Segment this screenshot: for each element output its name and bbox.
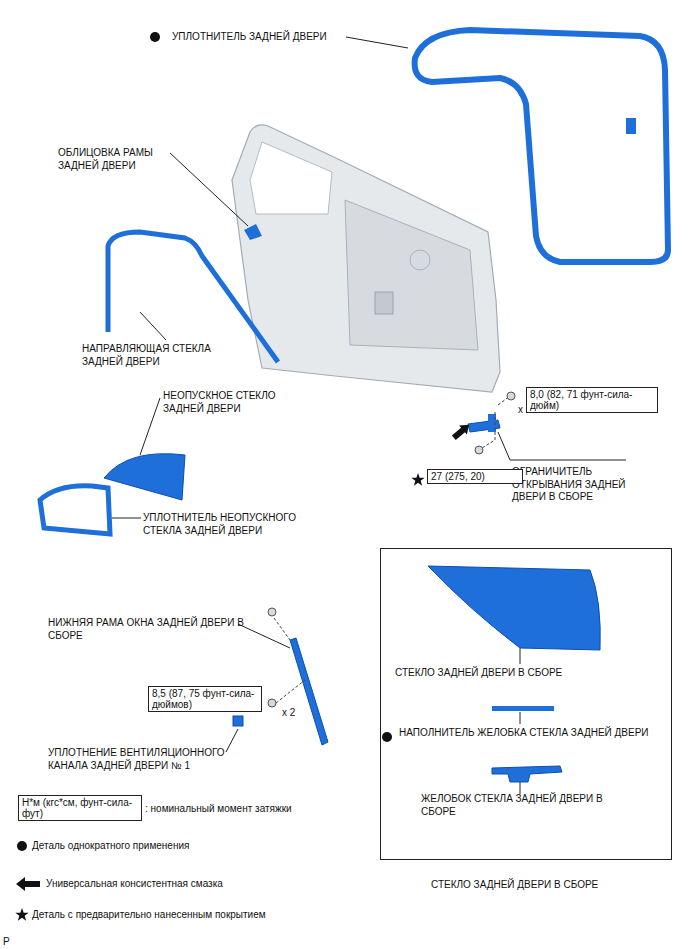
leader-line <box>170 153 248 226</box>
torque-box: 8,0 (82, 71 фунт-сила-дюйм) <box>526 387 658 413</box>
part-name: УПЛОТНЕНИЕ ВЕНТИЛЯЦИОННОГО КАНАЛА ЗАДНЕЙ… <box>48 747 248 772</box>
torque-box: 27 (275, 20) <box>427 469 523 484</box>
part-name: ОГРАНИЧИТЕЛЬ ОТКРЫВАНИЯ ЗАДНЕЙ ДВЕРИ В С… <box>512 466 647 504</box>
leader-line <box>140 312 166 340</box>
frame-garnish <box>244 224 262 240</box>
leader-line <box>520 648 521 664</box>
part-name: УПЛОТНИТЕЛЬ НЕОПУСКНОГО СТЕКЛА ЗАДНЕЙ ДВ… <box>143 512 318 537</box>
single-use-dot <box>150 32 160 42</box>
grease-arrow <box>16 877 40 891</box>
torque-value: 8,5 (87, 75 фунт-сила-дюймов) <box>152 688 258 710</box>
part-name: УПЛОТНИТЕЛЬ ЗАДНЕЙ ДВЕРИ <box>172 31 327 44</box>
single-use-dot <box>382 732 392 742</box>
bolt-guide <box>274 618 290 640</box>
door-seal-clip <box>626 118 636 134</box>
bolt <box>268 699 276 707</box>
glass-run <box>108 232 278 362</box>
legend-text: Деталь с предварительно нанесенным покры… <box>32 909 266 922</box>
door-detail <box>375 292 393 314</box>
door-detail <box>410 250 430 270</box>
bolt <box>507 392 515 400</box>
leader-line <box>498 432 626 460</box>
leader-line <box>226 729 238 752</box>
glass-channel-filler <box>492 706 554 711</box>
precoated-star <box>15 908 28 921</box>
lower-window-frame <box>290 638 328 745</box>
door-window-opening <box>250 142 332 214</box>
page-mark: P <box>3 936 10 949</box>
precoated-star <box>411 473 424 486</box>
quantity: x 2 <box>282 707 295 720</box>
legend-torque-box: Н*м (кгс*см, фунт-сила-фут) <box>18 795 142 821</box>
door-seal <box>415 30 668 262</box>
part-name: СТЕКЛО ЗАДНЕЙ ДВЕРИ В СБОРЕ <box>395 667 562 680</box>
bolt-guide <box>482 412 495 448</box>
door-inner-panel <box>345 200 478 350</box>
screw <box>268 608 276 616</box>
bolt <box>475 446 483 454</box>
leader-line <box>346 37 408 48</box>
quarter-glass <box>104 454 185 500</box>
glass-channel <box>492 766 562 782</box>
grease-arrow <box>450 420 473 442</box>
legend-text: Деталь однократного применения <box>32 840 189 853</box>
leader-line <box>520 782 521 794</box>
vent-seal <box>233 716 243 726</box>
legend-text: : номинальный момент затяжки <box>145 803 292 816</box>
bolt-guide <box>276 680 305 703</box>
torque-value: Н*м (кгс*см, фунт-сила-фут) <box>22 797 138 819</box>
part-name: ОБЛИЦОВКА РАМЫ ЗАДНЕЙ ДВЕРИ <box>58 147 158 172</box>
group-box: СТЕКЛО ЗАДНЕЙ ДВЕРИ В СБОРЕ НАПОЛНИТЕЛЬ Ж… <box>380 548 672 860</box>
leader-line <box>520 712 521 724</box>
door-glass <box>428 566 600 650</box>
leader-line <box>140 398 160 455</box>
part-name: НАПОЛНИТЕЛЬ ЖЕЛОБКА СТЕКЛА ЗАДНЕЙ ДВЕРИ <box>399 727 661 740</box>
torque-box: 8,5 (87, 75 фунт-сила-дюймов) <box>148 686 262 712</box>
leader-line <box>238 624 290 648</box>
part-name: ЖЕЛОБОК СТЕКЛА ЗАДНЕЙ ДВЕРИ В СБОРЕ <box>421 793 617 818</box>
part-name: НЕОПУСКНОЕ СТЕКЛО ЗАДНЕЙ ДВЕРИ <box>163 390 303 415</box>
part-name: НИЖНЯЯ РАМА ОКНА ЗАДНЕЙ ДВЕРИ В СБОРЕ <box>48 617 248 642</box>
part-name: НАПРАВЛЯЮЩАЯ СТЕКЛА ЗАДНЕЙ ДВЕРИ <box>82 343 232 368</box>
torque-value: 8,0 (82, 71 фунт-сила-дюйм) <box>530 389 654 411</box>
quarter-glass-seal <box>40 486 110 534</box>
legend-text: Универсальная консистентная смазка <box>46 878 223 891</box>
torque-value: 27 (275, 20) <box>431 471 519 482</box>
leader-line <box>112 518 141 519</box>
single-use-dot <box>17 841 27 851</box>
group-caption: СТЕКЛО ЗАДНЕЙ ДВЕРИ В СБОРЕ <box>431 879 598 892</box>
